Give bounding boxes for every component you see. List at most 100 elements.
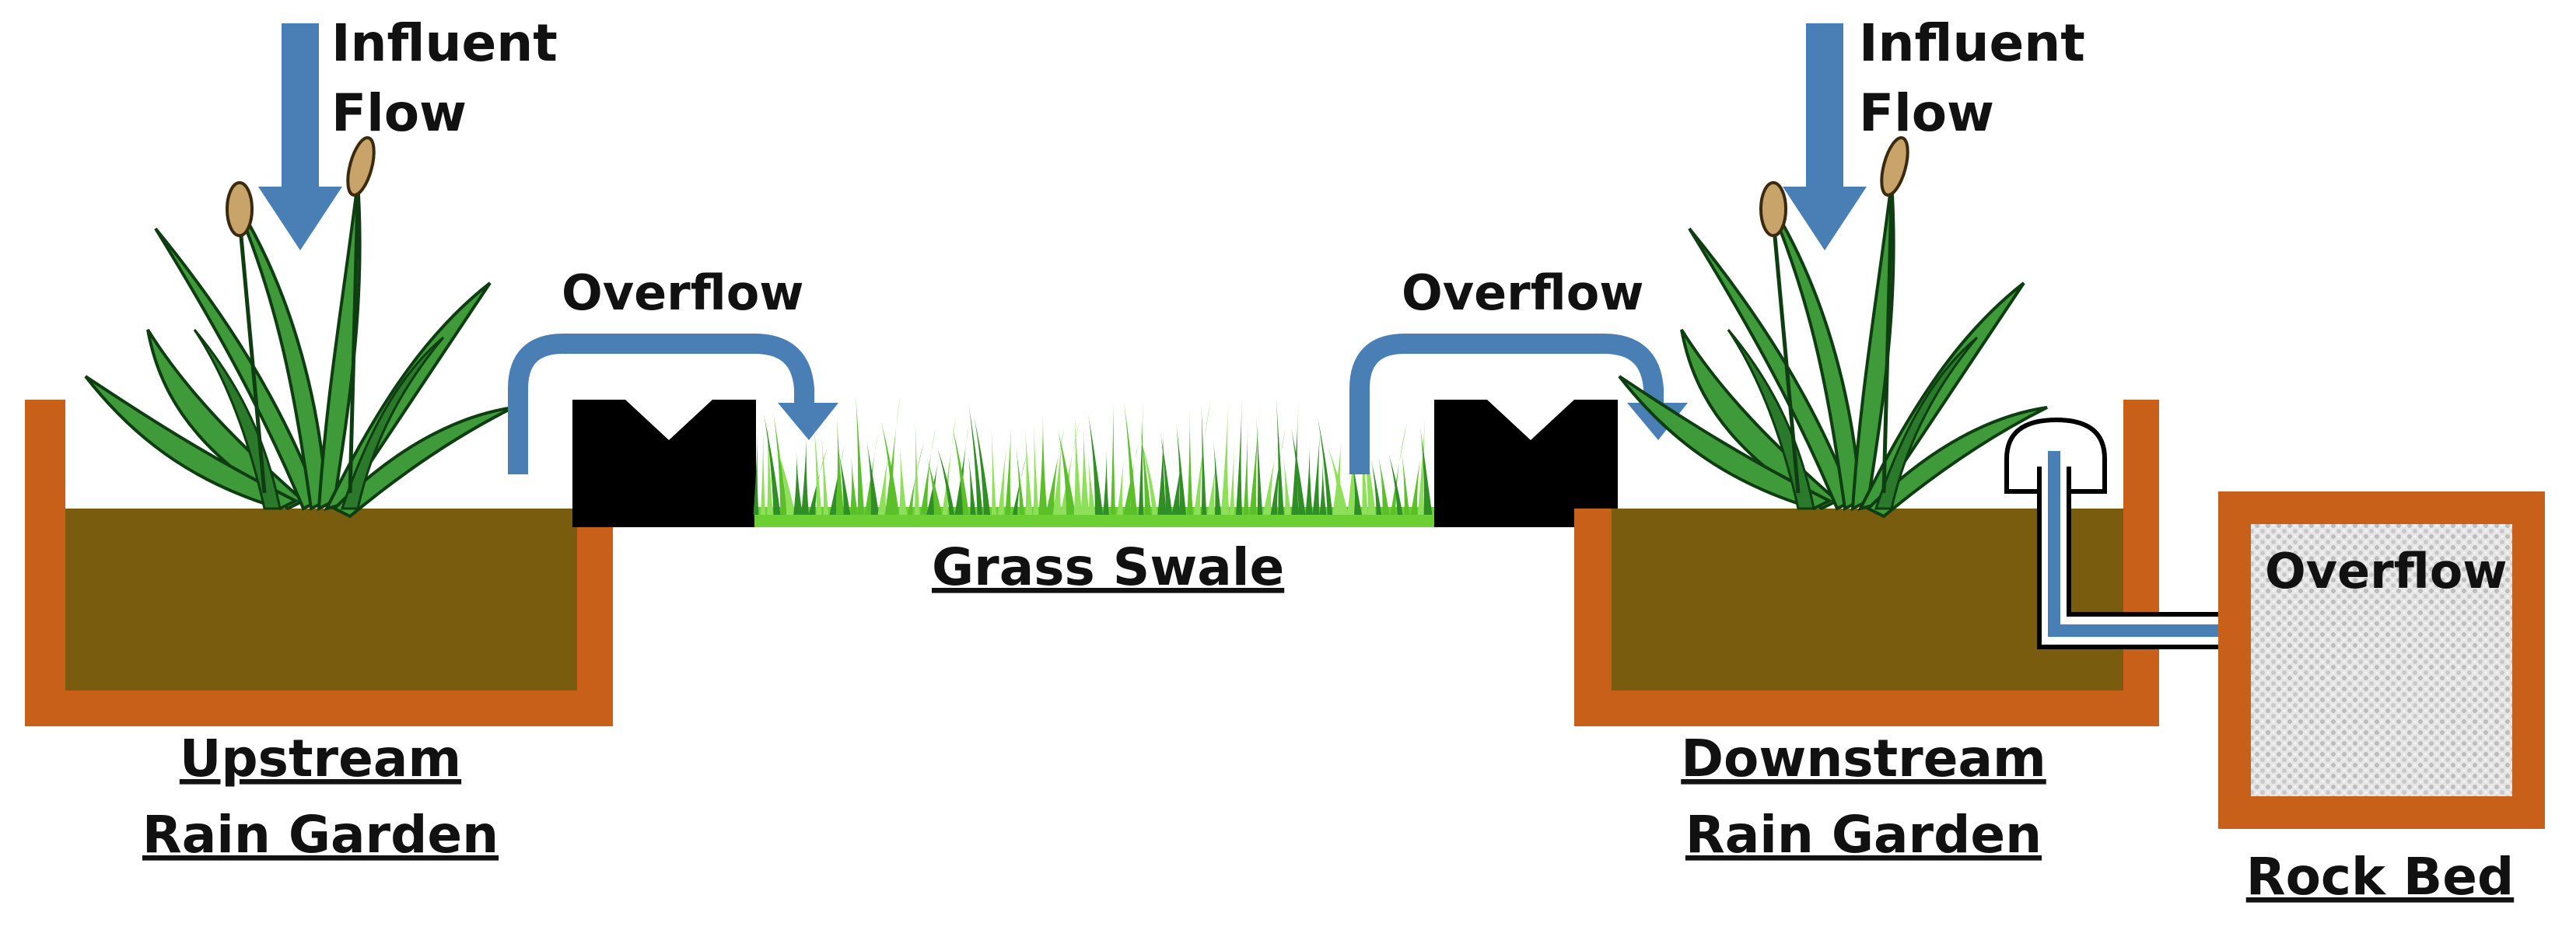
grass-blade — [1305, 443, 1313, 515]
grass-blade — [937, 448, 955, 515]
grass-icon — [753, 393, 1433, 515]
grass-blade — [1276, 398, 1284, 515]
upstream-soil — [65, 509, 577, 691]
grass-blade — [1157, 428, 1167, 515]
grass-blade — [1291, 403, 1299, 515]
grass-blade — [1402, 452, 1410, 515]
grass-blade — [760, 429, 766, 515]
grass-blade — [997, 428, 1009, 515]
influent-arrow-downstream — [1783, 23, 1867, 250]
grass-blade — [1291, 428, 1306, 515]
grass-blade — [1235, 393, 1243, 515]
rock-bed — [2218, 491, 2545, 829]
grass-blade — [1410, 438, 1424, 515]
downstream-container — [1574, 400, 2159, 726]
grass-blade — [835, 418, 845, 515]
upstream-rain-garden — [25, 400, 613, 726]
grass-blade — [1187, 409, 1193, 515]
grass-blade — [814, 421, 822, 515]
grass-blade — [1352, 459, 1362, 515]
downstream-label-line2: Rain Garden — [1685, 805, 2042, 865]
grass-blade — [1312, 419, 1321, 515]
overflow-arrow-middle — [1349, 334, 1664, 474]
grass-blade — [1088, 414, 1104, 515]
grass-blade — [1370, 459, 1382, 515]
grass-blade — [1220, 396, 1230, 515]
grass-blade — [1262, 434, 1280, 515]
grass-blade — [968, 404, 983, 515]
grass-blade — [1420, 428, 1433, 515]
grass-blade — [1270, 428, 1286, 515]
influent-label-upstream-line2: Flow — [331, 83, 467, 143]
grass-blade — [898, 445, 908, 515]
grass-swale-label: Grass Swale — [932, 537, 1284, 597]
grass-blade — [1060, 421, 1080, 515]
grass-blade — [855, 393, 865, 515]
grass-blade — [1243, 421, 1249, 515]
grass-blade — [1256, 418, 1263, 515]
grass-blade — [1328, 448, 1349, 515]
grass-blade — [1140, 437, 1158, 515]
grass-blade — [927, 458, 943, 515]
grass-blade — [821, 435, 829, 515]
grass-blade — [926, 451, 940, 515]
influent-arrow-upstream — [258, 23, 342, 250]
grass-blade — [954, 422, 970, 515]
grass-blade — [793, 452, 803, 515]
rain-garden-plant-icon — [1618, 136, 2048, 519]
influent-label-downstream-line1: Influent — [1859, 13, 2085, 73]
grass-blade — [1045, 428, 1065, 515]
grass-blade — [1016, 447, 1025, 515]
grass-blade — [1087, 456, 1096, 515]
overflow-arrowhead-upstream — [778, 403, 838, 440]
influent-label-downstream-line2: Flow — [1859, 83, 1994, 143]
grass-blade — [974, 416, 991, 515]
grass-blade — [1005, 410, 1013, 515]
overflow-label-rockbed: Overflow — [2265, 543, 2508, 600]
grass-blade — [1124, 402, 1138, 515]
grass-blade — [773, 413, 788, 515]
grass-blade — [1283, 456, 1292, 515]
grass-blade — [907, 441, 925, 515]
grass-blade — [1160, 432, 1173, 515]
grass-blade — [1033, 423, 1039, 515]
grass-blade — [991, 426, 997, 515]
grass-blade — [920, 428, 936, 515]
grass-blade — [1207, 450, 1218, 515]
grass-blade — [914, 419, 920, 515]
grass-blade — [1052, 425, 1064, 515]
grass-blade — [1117, 447, 1125, 515]
grass-blade — [1038, 414, 1048, 515]
grass-blade — [1360, 416, 1368, 515]
grass-blade — [838, 450, 851, 515]
downstream-label-line1: Downstream — [1681, 729, 2046, 788]
upstream-label-line1: Upstream — [180, 729, 461, 788]
grass-blade — [866, 442, 880, 515]
grass-blade — [1388, 454, 1403, 515]
rain-garden-plant-icon — [84, 136, 514, 519]
overflow-label-middle: Overflow — [1402, 264, 1644, 321]
grass-blade — [942, 414, 957, 515]
grass-blade — [1138, 397, 1144, 515]
grass-blade — [1201, 404, 1207, 515]
grass-blade — [849, 456, 859, 515]
grass-blade — [952, 425, 969, 515]
grass-blade — [1073, 414, 1083, 515]
grass-blade — [800, 431, 810, 515]
grass-blade — [1103, 446, 1109, 515]
grass-blade — [829, 443, 845, 515]
grass-blade — [1378, 456, 1390, 515]
weir-block-icon — [572, 400, 756, 527]
overflow-label-upstream: Overflow — [562, 264, 804, 321]
grass-blade — [1249, 402, 1261, 515]
weir-block-icon — [1434, 400, 1618, 527]
grass-blade — [968, 456, 976, 515]
influent-label-upstream-line1: Influent — [331, 13, 558, 73]
grass-swale — [753, 393, 1439, 527]
grass-blade — [1171, 451, 1184, 515]
grass-blade — [764, 414, 781, 515]
grass-blade — [1080, 425, 1090, 515]
overflow-arrow-upstream — [508, 334, 814, 474]
grass-blade — [1390, 423, 1407, 515]
